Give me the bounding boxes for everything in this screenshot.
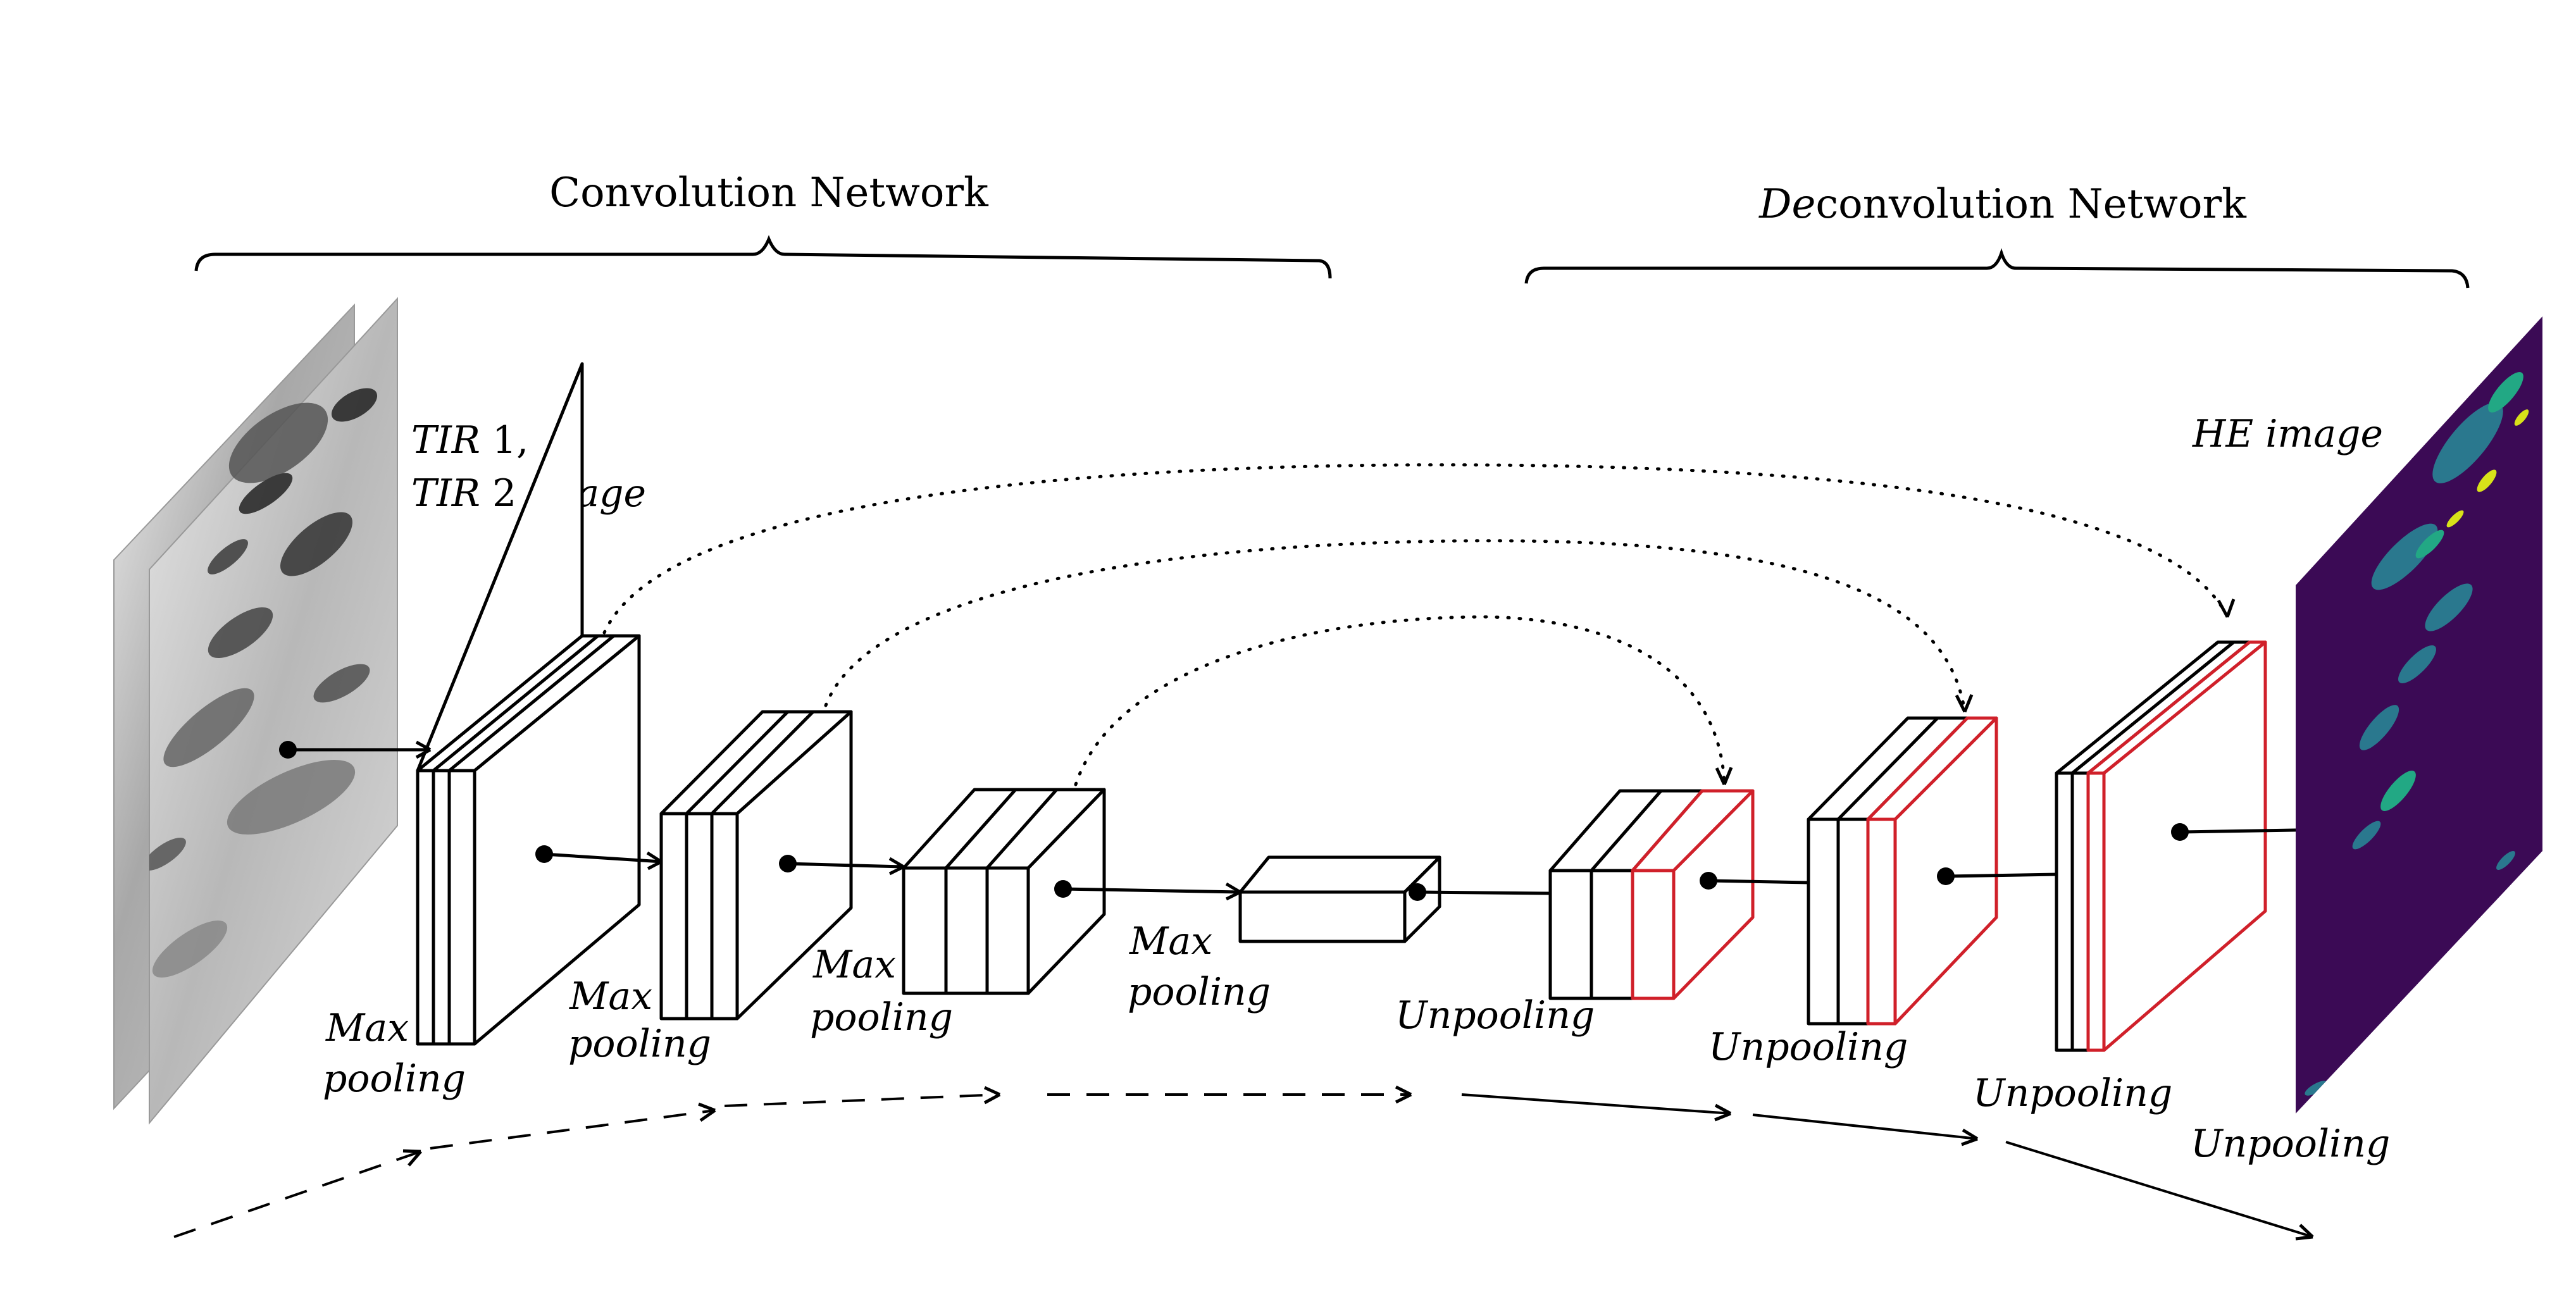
encoder-label-3-line1: Max xyxy=(812,943,896,987)
encoder-label-4-line2: pooling xyxy=(1128,970,1271,1014)
encoder-block-1 xyxy=(416,362,641,1046)
encoder-label-3-line2: pooling xyxy=(810,995,953,1039)
decoder-block-1 xyxy=(1548,789,1755,1000)
decoder-label-4: Unpooling xyxy=(2191,1122,2390,1166)
bottom-flow-arrows xyxy=(173,1085,2314,1241)
decoder-block-3 xyxy=(2055,640,2267,1052)
input-image-tir2 xyxy=(149,297,398,1125)
deconv-network-brace xyxy=(1524,248,2470,289)
conv-network-title: Convolution Network xyxy=(549,170,989,216)
encoder-label-4-line1: Max xyxy=(1129,919,1212,964)
decoder-label-3: Unpooling xyxy=(1973,1071,2172,1115)
encoder-label-1-line2: pooling xyxy=(323,1057,466,1101)
decoder-label-1: Unpooling xyxy=(1395,993,1595,1038)
output-label: HE image xyxy=(2192,412,2383,456)
forward-connections xyxy=(279,740,2296,901)
encoder-block-3 xyxy=(902,788,1106,995)
skip-connections xyxy=(602,463,2236,786)
decoder-label-2: Unpooling xyxy=(1708,1025,1908,1069)
decoder-block-2 xyxy=(1807,716,1998,1026)
deconv-network-title: Deconvolution Network xyxy=(1758,181,2247,228)
conv-network-brace xyxy=(194,235,1332,279)
encoder-label-2-line2: pooling xyxy=(568,1022,711,1066)
output-heatmap-image xyxy=(2296,316,2542,1114)
encoder-label-2-line1: Max xyxy=(569,974,652,1019)
bottleneck-block xyxy=(1238,855,1441,943)
encoder-label-1-line1: Max xyxy=(325,1006,409,1050)
input-label-line1: TIR 1, xyxy=(411,418,528,462)
